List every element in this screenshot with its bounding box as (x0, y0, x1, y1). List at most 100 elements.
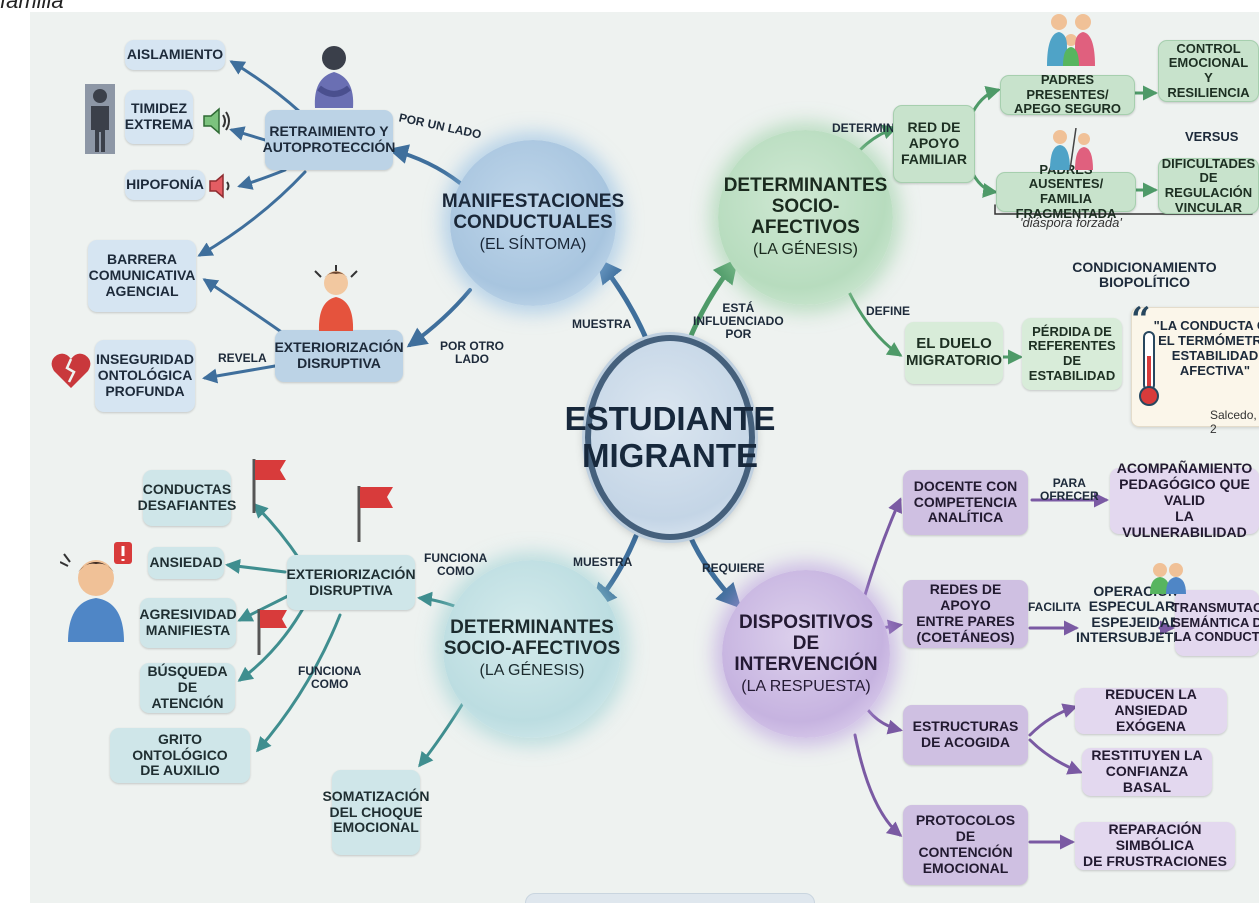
arrow-disp-estructuras (866, 708, 903, 735)
label-condicionamiento: CONDICIONAMIENTO BIOPOLÍTICO (1072, 259, 1217, 291)
circle-title: DISPOSITIVOS DE INTERVENCIÓN (734, 611, 878, 675)
label-muestra-left: MUESTRA (572, 317, 632, 331)
top-caption: familia (0, 0, 64, 13)
box-timidez: TIMIDEZ EXTREMA (125, 90, 193, 144)
arrow-detb-somatizacion (418, 698, 467, 768)
arrow-center-determinantes-top (685, 258, 739, 346)
box-barrera: BARRERA COMUNICATIVA AGENCIAL (88, 240, 196, 312)
thermometer-icon (1139, 331, 1159, 406)
circle-subtitle: (LA GÉNESIS) (479, 662, 585, 680)
bracket-diaspora (994, 204, 1253, 215)
box-retraimiento: RETRAIMIENTO Y AUTOPROTECCIÓN (263, 110, 395, 170)
box-estructuras: ESTRUCTURAS DE ACOGIDA (903, 705, 1028, 765)
box-protocolos: PROTOCOLOS DE CONTENCIÓN EMOCIONAL (903, 805, 1028, 885)
box-hipofonia: HIPOFONÍA (125, 170, 205, 200)
red-flag-icon-2 (357, 486, 393, 542)
arrow-disp-docente (863, 497, 902, 597)
box-reparacion: REPARACIÓN SIMBÓLICA DE FRUSTRACIONES (1075, 821, 1235, 870)
arrow-estructuras-restituyen (1028, 738, 1083, 775)
circle-subtitle: (LA RESPUESTA) (741, 677, 871, 695)
box-control: CONTROL EMOCIONAL Y RESILIENCIA (1158, 40, 1259, 102)
label-determina: DETERMINA (832, 121, 904, 135)
label-operacion: OPERACIÓN ESPECULAR / ESPEJEIDAD INTERSU… (1076, 583, 1196, 646)
label-funciona-como-2: FUNCIONA COMO (298, 664, 362, 692)
label-por-otro-lado: POR OTRO LADO (440, 339, 505, 367)
box-reducen: REDUCEN LA ANSIEDAD EXÓGENA (1075, 686, 1227, 734)
red-flag-icon (252, 459, 286, 513)
box-aislamiento: AISLAMIENTO (125, 40, 225, 70)
quote-citation: Salcedo, 2 (1210, 408, 1257, 436)
low-speaker-icon (209, 173, 230, 199)
arrow-retra-timidez (229, 126, 267, 142)
box-perdida: PÉRDIDA DE REFERENTES DE ESTABILIDAD (1022, 318, 1122, 390)
arrow-exte-busqueda (237, 603, 307, 682)
arrow-retra-hipofonia (237, 168, 287, 190)
label-diaspora: 'diáspora forzada' (1020, 215, 1122, 230)
label-funciona-como-1: FUNCIONA COMO (424, 551, 488, 579)
box-ansiedad: ANSIEDAD (148, 547, 224, 579)
arrow-exte-conductas (252, 502, 302, 562)
central-node-estudiante-migrante: ESTUDIANTE MIGRANTE (565, 335, 775, 540)
box-acompanamiento: ACOMPAÑAMIENTO PEDAGÓGICO QUE VALID LA V… (1110, 461, 1259, 540)
arrow-estructuras-reducen (1028, 703, 1078, 737)
label-para-ofrecer: PARA OFRECER (1040, 476, 1099, 504)
arrow-det-duelo (846, 288, 903, 357)
box-agresividad: AGRESIVIDAD MANIFIESTA (139, 598, 237, 648)
circle-manifestaciones-conductuales: MANIFESTACIONES CONDUCTUALES (EL SÍNTOMA… (442, 140, 624, 306)
circle-determinantes-bottom: DETERMINANTES SOCIO-AFECTIVOS (LA GÉNESI… (443, 560, 621, 738)
arrow-manif-exteriorizacion (406, 288, 472, 348)
circle-title: DETERMINANTES SOCIO-AFECTIVOS (443, 617, 621, 660)
label-define: DEFINE (866, 304, 911, 318)
circle-subtitle: (LA GÉNESIS) (753, 241, 858, 259)
red-flag-icon-3 (257, 609, 287, 655)
box-exteriorizacion-top: EXTERIORIZACIÓN DISRUPTIVA (274, 330, 404, 382)
box-busqueda: BÚSQUEDA DE ATENCIÓN (140, 663, 235, 713)
family-icon (1047, 14, 1095, 66)
arrow-exte-grito (256, 613, 342, 753)
box-padres-presentes: PADRES PRESENTES/ APEGO SEGURO (1000, 72, 1135, 116)
arrow-disp-protocolos (853, 733, 903, 837)
label-muestra-bottom: MUESTRA (573, 555, 633, 569)
arrow-center-dispositivos (687, 533, 742, 609)
arrow-manif-retraimiento (388, 144, 462, 185)
arrow-exte-barrera (202, 278, 292, 340)
box-restituyen: RESTITUYEN LA CONFIANZA BASAL (1082, 747, 1212, 796)
box-exteriorizacion-bottom: EXTERIORIZACIÓN DISRUPTIVA (286, 555, 416, 610)
quote-mark-icon: “ (1131, 300, 1151, 340)
frustrated-person-icon (314, 265, 358, 331)
box-somatizacion: SOMATIZACIÓN DEL CHOQUE EMOCIONAL (322, 770, 430, 855)
box-red-apoyo: RED DE APOYO FAMILIAR (893, 105, 975, 183)
separated-family-icon (1050, 128, 1093, 170)
label-influenciado: ESTÁ INFLUENCIADO POR (693, 301, 784, 342)
speaker-icon (203, 107, 230, 135)
box-redes: REDES DE APOYO ENTRE PARES (COETÁNEOS) (903, 580, 1028, 648)
arrow-exte-inseguridad (202, 364, 277, 384)
broken-heart-icon (51, 353, 91, 388)
circle-determinantes-top: DETERMINANTES SOCIO-AFECTIVOS (LA GÉNESI… (718, 130, 893, 305)
box-grito: GRITO ONTOLÓGICO DE AUXILIO (110, 728, 250, 783)
box-dificultades: DIFICULTADES DE REGULACIÓN VINCULAR (1158, 156, 1259, 215)
circle-subtitle: (EL SÍNTOMA) (479, 236, 587, 254)
arrow-retra-aislamiento (229, 60, 302, 114)
center-line-2: MIGRANTE (582, 436, 758, 474)
arrow-retra-barrera (197, 170, 307, 257)
circle-title: MANIFESTACIONES CONDUCTUALES (441, 191, 625, 234)
label-revela: REVELA (218, 351, 267, 365)
box-conductas: CONDUCTAS DESAFIANTES (138, 470, 236, 526)
arrow-exte-ansiedad (225, 559, 287, 574)
box-duelo: EL DUELO MIGRATORIO (905, 322, 1003, 384)
circle-dispositivos: DISPOSITIVOS DE INTERVENCIÓN (LA RESPUES… (722, 570, 890, 738)
arrow-center-manifestaciones (596, 258, 651, 346)
label-requiere: REQUIERE (702, 561, 765, 575)
label-versus: VERSUS (1185, 129, 1239, 144)
bottom-card-edge (525, 893, 815, 903)
box-padres-ausentes: PADRES AUSENTES/ FAMILIA FRAGMENTADA (996, 162, 1136, 221)
box-inseguridad: INSEGURIDAD ONTOLÓGICA PROFUNDA (95, 340, 195, 412)
quote-text: "LA CONDUCTA CO EL TERMÓMETRO ESTABILIDA… (1153, 318, 1259, 378)
arrow-det-red (858, 124, 898, 152)
center-line-1: ESTUDIANTE (564, 400, 776, 438)
box-docente: DOCENTE CON COMPETENCIA ANALÍTICA (903, 470, 1028, 535)
standing-person-icon (85, 84, 115, 154)
